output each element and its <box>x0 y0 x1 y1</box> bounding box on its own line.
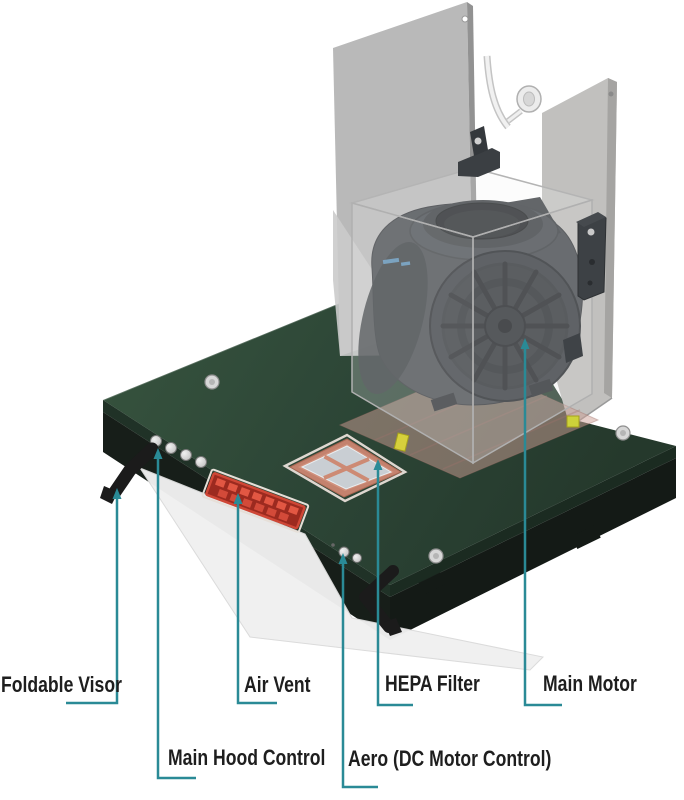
yellow-clip <box>566 415 580 428</box>
label-air-vent: Air Vent <box>244 672 311 697</box>
motor-foot <box>430 392 458 412</box>
wall-hole <box>608 91 614 97</box>
arrow-aero-icon <box>338 553 348 564</box>
mount-tab <box>571 525 601 549</box>
visor-arm-left <box>100 442 159 504</box>
main-motor <box>358 197 584 412</box>
leader-line-main-motor <box>523 342 562 707</box>
air-vent <box>201 468 310 533</box>
label-main-motor: Main Motor <box>543 671 637 696</box>
leader-line-aero <box>341 557 378 789</box>
enclosure-box <box>349 167 595 465</box>
arrow-main-hood-control-icon <box>153 448 163 459</box>
label-main-hood-control: Main Hood Control <box>168 745 326 770</box>
mounting-bracket-lower <box>563 333 583 363</box>
label-aero: Aero (DC Motor Control) <box>348 746 552 771</box>
arrow-hepa-filter-icon <box>373 459 383 470</box>
visor-arm-right <box>359 565 402 636</box>
leader-line-foldable-visor <box>66 492 119 705</box>
arrow-air-vent-icon <box>233 493 243 504</box>
leader-line-main-hood-control <box>156 452 196 780</box>
label-foldable-visor: Foldable Visor <box>1 672 122 697</box>
exhaust-tube <box>483 55 542 130</box>
leader-line-air-vent <box>236 497 277 705</box>
wall-hole <box>461 15 469 23</box>
yellow-clip <box>393 432 410 452</box>
motor-foot <box>528 378 554 398</box>
mounting-bracket-top <box>458 126 500 177</box>
motor-fan <box>429 250 581 402</box>
arrow-foldable-visor-icon <box>112 488 122 499</box>
hepa-filter <box>282 433 408 503</box>
label-hepa-filter: HEPA Filter <box>385 671 480 696</box>
arrow-main-motor-icon <box>520 338 530 349</box>
panel-screws <box>204 374 631 564</box>
mounting-bracket-right <box>576 212 607 301</box>
brand-mark <box>382 257 411 267</box>
mount-tab <box>418 572 446 595</box>
leader-line-hepa-filter <box>376 463 413 707</box>
visor-sheet <box>138 466 545 671</box>
